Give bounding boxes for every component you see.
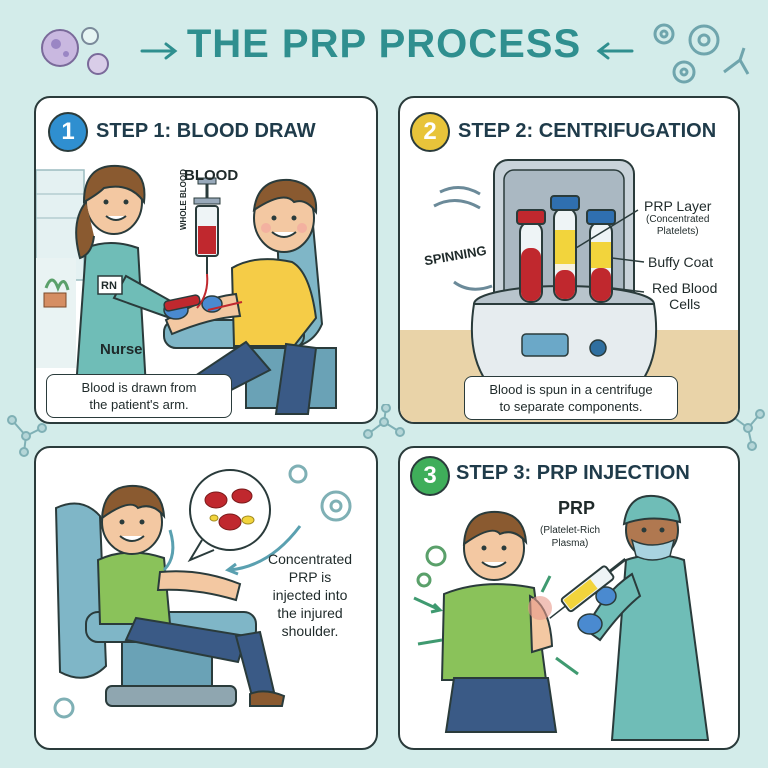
step-1-panel: 1 STEP 1: BLOOD DRAW BLOOD WHOLE BLOOD R… xyxy=(34,96,378,424)
prp-label: PRP xyxy=(558,498,596,518)
prp-layer-label: PRP Layer (Concentrated Platelets) xyxy=(644,198,712,237)
step-caption: Blood is spun in a centrifuge to separat… xyxy=(464,376,678,420)
molecule-icon xyxy=(363,404,405,439)
step-title: STEP 2: CENTRIFUGATION xyxy=(458,120,717,142)
injection-result-panel: Concentrated PRP is injected into the in… xyxy=(34,446,378,750)
gears-icon xyxy=(653,23,750,84)
step-caption: Blood is drawn from the patient's arm. xyxy=(46,374,232,418)
step-badge: 1 xyxy=(48,112,88,152)
page-title: THE PRP PROCESS xyxy=(186,22,582,66)
step-badge: 2 xyxy=(410,112,450,152)
prp-detail-label: (Platelet-Rich Plasma) xyxy=(540,525,601,549)
step-badge: 3 xyxy=(410,456,450,496)
cells-icon xyxy=(41,27,109,75)
step-2-panel: 2 STEP 2: CENTRIFUGATION SPINNING PRP La… xyxy=(398,96,740,424)
blood-draw-illustration xyxy=(36,164,337,415)
blood-label: BLOOD xyxy=(184,167,239,184)
step-title: STEP 3: PRP INJECTION xyxy=(456,462,690,484)
patient-chair-illustration xyxy=(53,464,352,719)
rn-badge: RN xyxy=(101,280,117,292)
molecule-icon xyxy=(7,415,47,457)
nurse-label: Nurse xyxy=(100,341,143,358)
prp-injection-illustration xyxy=(413,494,710,741)
syringe-label: WHOLE BLOOD xyxy=(179,169,188,230)
step-3-panel: 3 STEP 3: PRP INJECTION PRP (Platelet-Ri… xyxy=(398,446,740,750)
injection-result-text: Concentrated PRP is injected into the in… xyxy=(268,551,353,639)
arrow-left-icon xyxy=(596,42,634,60)
buffy-coat-label: Buffy Coat xyxy=(648,254,714,270)
step-title: STEP 1: BLOOD DRAW xyxy=(96,120,316,142)
arrow-right-icon xyxy=(140,42,178,60)
red-blood-cells-label: Red Blood Cells xyxy=(652,280,718,312)
